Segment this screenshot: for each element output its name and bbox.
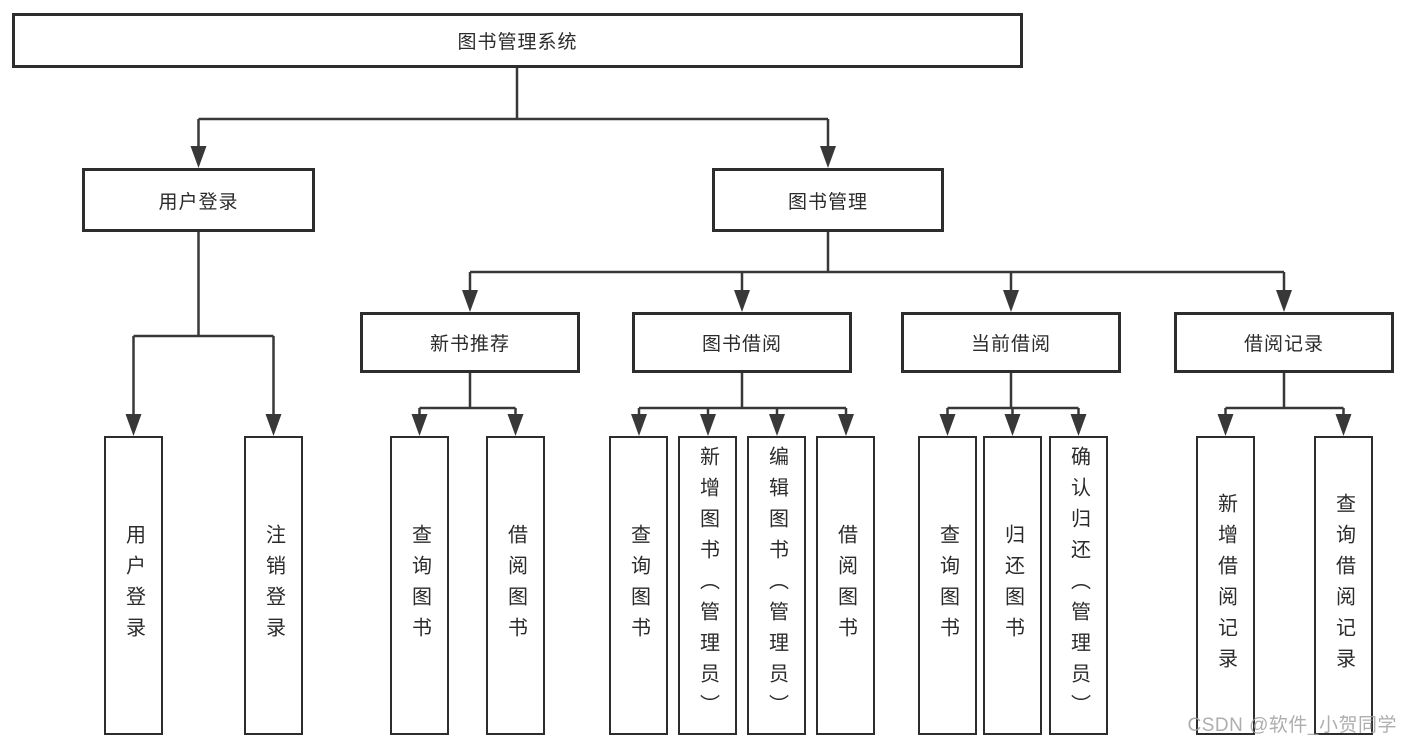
leaf-add-borrow-record-label: 新增借阅记录: [1214, 492, 1237, 679]
leaf-add-borrow-record: 新增借阅记录: [1196, 436, 1255, 735]
leaf-query-borrow-record-label: 查询借阅记录: [1332, 492, 1355, 679]
leaf-borrow-book-recommend-label: 借阅图书: [504, 523, 527, 648]
node-current-borrow-label: 当前借阅: [970, 334, 1051, 355]
node-book-borrow: 图书借阅: [632, 312, 852, 373]
node-user-login-label: 用户登录: [158, 191, 239, 213]
connector-borrow-record-to-leaves: [1224, 373, 1345, 416]
leaf-logout-login-label: 注销登录: [262, 523, 285, 648]
connector-root-to-level2: [197, 68, 830, 148]
node-borrow-records-label: 借阅记录: [1243, 334, 1324, 355]
leaf-query-book-borrow-label: 查询图书: [627, 523, 650, 648]
leaf-borrow-book: 借阅图书: [816, 436, 875, 735]
node-new-book-recommend: 新书推荐: [360, 312, 580, 373]
node-book-borrow-label: 图书借阅: [701, 334, 782, 355]
leaf-confirm-return-admin-label: 确认归还（管理员）: [1067, 446, 1090, 725]
node-library-system-label: 图书管理系统: [457, 32, 578, 53]
leaf-confirm-return-admin: 确认归还（管理员）: [1049, 436, 1108, 735]
leaf-query-book-current-label: 查询图书: [936, 523, 959, 648]
leaf-add-book-admin: 新增图书（管理员）: [678, 436, 737, 735]
leaf-return-book-label: 归还图书: [1001, 523, 1024, 648]
node-borrow-records: 借阅记录: [1174, 312, 1394, 373]
connector-book-borrow-to-leaves: [637, 373, 848, 416]
leaf-edit-book-admin: 编辑图书（管理员）: [747, 436, 806, 735]
leaf-query-book-recommend: 查询图书: [390, 436, 449, 735]
arrowheads: [125, 146, 1352, 436]
leaf-logout-login: 注销登录: [244, 436, 303, 735]
node-current-borrow: 当前借阅: [901, 312, 1121, 373]
connector-user-login-to-leaves: [132, 232, 275, 416]
leaf-edit-book-admin-label: 编辑图书（管理员）: [765, 446, 788, 725]
leaf-return-book: 归还图书: [983, 436, 1042, 735]
node-library-system: 图书管理系统: [12, 13, 1023, 68]
leaf-user-login-label: 用户登录: [122, 523, 145, 648]
node-book-management-label: 图书管理: [787, 191, 868, 213]
csdn-watermark: CSDN @软件_小贺同学: [1187, 715, 1397, 736]
leaf-query-borrow-record: 查询借阅记录: [1314, 436, 1373, 735]
leaf-query-book-current: 查询图书: [918, 436, 977, 735]
leaf-user-login: 用户登录: [104, 436, 163, 735]
connector-lines: [132, 68, 1345, 416]
leaf-query-book-borrow: 查询图书: [609, 436, 668, 735]
leaf-query-book-recommend-label: 查询图书: [408, 523, 431, 648]
leaf-add-book-admin-label: 新增图书（管理员）: [696, 446, 719, 725]
leaf-borrow-book-label: 借阅图书: [834, 523, 857, 648]
connector-book-mgmt-to-level3: [468, 232, 1286, 292]
connector-new-book-to-leaves: [418, 373, 517, 416]
leaf-borrow-book-recommend: 借阅图书: [486, 436, 545, 735]
node-new-book-recommend-label: 新书推荐: [429, 334, 510, 355]
node-book-management: 图书管理: [712, 168, 944, 232]
node-user-login: 用户登录: [82, 168, 315, 232]
connector-current-borrow-to-leaves: [946, 373, 1080, 416]
